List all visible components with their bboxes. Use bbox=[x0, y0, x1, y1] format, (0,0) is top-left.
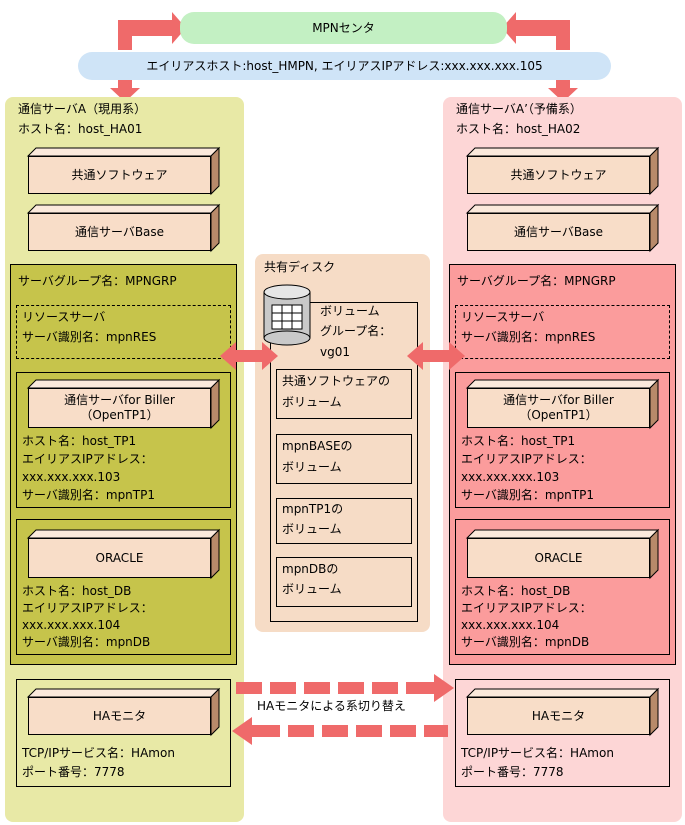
left-biller-box: 通信サーバfor Biller （OpenTP1） bbox=[28, 388, 211, 428]
right-base-label: 通信サーバBase bbox=[513, 225, 604, 239]
volume-line2: ボリューム bbox=[282, 582, 342, 596]
left-db-id: サーバ識別名：mpnDB bbox=[22, 635, 151, 649]
right-tp1-panel bbox=[455, 372, 670, 508]
right-ha-label: HAモニタ bbox=[531, 709, 586, 723]
right-biller-box: 通信サーバfor Biller （OpenTP1） bbox=[467, 388, 650, 428]
right-ha-box: HAモニタ bbox=[467, 697, 650, 735]
left-server-host: ホスト名：host_HA01 bbox=[18, 122, 143, 136]
box-depth-faces bbox=[26, 146, 660, 737]
left-db-alias-value: xxx.xxx.xxx.104 bbox=[22, 618, 121, 632]
volume-box bbox=[276, 434, 412, 484]
volume-line1: 共通ソフトウェアの bbox=[282, 374, 391, 388]
volume-line1: mpnDBの bbox=[282, 562, 339, 576]
volume-group-line3: vg01 bbox=[320, 345, 350, 359]
mpn-left-arrow bbox=[118, 12, 186, 50]
volume-group-line2: グループ名： bbox=[320, 324, 392, 338]
ha-switch-label: HAモニタによる系切り替え bbox=[255, 697, 408, 715]
left-base-label: 通信サーバBase bbox=[74, 225, 165, 239]
left-oracle-label: ORACLE bbox=[95, 551, 144, 565]
left-biller-line1: 通信サーバfor Biller bbox=[64, 393, 175, 407]
mpn-center-label: MPNセンタ bbox=[312, 21, 375, 35]
left-group-panel bbox=[10, 264, 237, 665]
volume-line2: ボリューム bbox=[282, 395, 342, 409]
left-db-alias-label: エイリアスIPアドレス： bbox=[22, 601, 153, 615]
volume-line1: mpnBASEの bbox=[282, 439, 353, 453]
alias-host-bar: エイリアスホスト:host_HMPN, エイリアスIPアドレス:xxx.xxx.… bbox=[78, 52, 611, 80]
right-oracle-label: ORACLE bbox=[534, 551, 583, 565]
right-resource-id: サーバ識別名：mpnRES bbox=[461, 330, 596, 344]
right-tp1-host: ホスト名：host_TP1 bbox=[461, 434, 576, 448]
right-common-software-box: 共通ソフトウェア bbox=[467, 156, 650, 194]
left-tp1-host: ホスト名：host_TP1 bbox=[22, 434, 137, 448]
left-common-software-label: 共通ソフトウェア bbox=[71, 168, 168, 182]
right-group-panel bbox=[449, 264, 676, 665]
shared-disk-title: 共有ディスク bbox=[264, 260, 336, 274]
disk-link-arrows bbox=[220, 342, 465, 370]
right-resource-server-box bbox=[455, 305, 670, 359]
right-biller-line2: （OpenTP1） bbox=[519, 408, 598, 422]
right-tp1-id: サーバ識別名：mpnTP1 bbox=[461, 488, 594, 502]
right-db-host: ホスト名：host_DB bbox=[461, 584, 571, 598]
right-oracle-box: ORACLE bbox=[467, 538, 650, 578]
right-db-panel bbox=[455, 519, 670, 655]
left-ha-service: TCP/IPサービス名：HAmon bbox=[22, 746, 175, 760]
volume-group-box bbox=[270, 302, 418, 622]
left-disk-arrow bbox=[220, 342, 278, 370]
right-server-host: ホスト名：host_HA02 bbox=[456, 122, 581, 136]
right-ha-service: TCP/IPサービス名：HAmon bbox=[461, 746, 614, 760]
left-resource-id: サーバ識別名：mpnRES bbox=[22, 330, 157, 344]
right-tp1-alias-label: エイリアスIPアドレス： bbox=[461, 452, 592, 466]
mpn-right-arrow bbox=[502, 12, 570, 50]
right-db-alias-value: xxx.xxx.xxx.104 bbox=[461, 618, 560, 632]
right-server-title: 通信サーバA’（予備系） bbox=[456, 102, 582, 116]
left-base-box: 通信サーバBase bbox=[28, 213, 211, 251]
left-resource-server-box bbox=[16, 305, 231, 359]
volume-group-line1: ボリューム bbox=[320, 304, 380, 318]
left-tp1-id: サーバ識別名：mpnTP1 bbox=[22, 488, 155, 502]
left-ha-box: HAモニタ bbox=[28, 697, 211, 735]
right-db-alias-label: エイリアスIPアドレス： bbox=[461, 601, 592, 615]
right-db-id: サーバ識別名：mpnDB bbox=[461, 635, 590, 649]
bar-to-right-arrow bbox=[548, 80, 578, 102]
volume-line2: ボリューム bbox=[282, 460, 342, 474]
right-biller-line1: 通信サーバfor Biller bbox=[503, 393, 614, 407]
volume-line2: ボリューム bbox=[282, 522, 342, 536]
left-ha-label: HAモニタ bbox=[92, 709, 147, 723]
left-server-title: 通信サーバA（現用系） bbox=[18, 102, 147, 116]
right-disk-arrow bbox=[407, 342, 465, 370]
volume-line1: mpnTP1の bbox=[282, 502, 344, 516]
right-tp1-alias-value: xxx.xxx.xxx.103 bbox=[461, 470, 560, 484]
right-common-software-label: 共通ソフトウェア bbox=[510, 168, 607, 182]
left-group-name: サーバグループ名：MPNGRP bbox=[18, 274, 177, 288]
alias-host-text: エイリアスホスト:host_HMPN, エイリアスIPアドレス:xxx.xxx.… bbox=[146, 59, 543, 73]
left-ha-port: ポート番号：7778 bbox=[22, 765, 125, 779]
left-tp1-alias-value: xxx.xxx.xxx.103 bbox=[22, 470, 121, 484]
ha-switch-arrows bbox=[232, 674, 454, 745]
left-db-host: ホスト名：host_DB bbox=[22, 584, 132, 598]
mpn-center-node: MPNセンタ bbox=[180, 12, 507, 44]
volume-box bbox=[276, 498, 412, 544]
left-biller-line2: （OpenTP1） bbox=[80, 408, 159, 422]
left-db-panel bbox=[16, 519, 231, 655]
right-group-name: サーバグループ名：MPNGRP bbox=[457, 274, 616, 288]
right-ha-panel bbox=[455, 679, 670, 787]
right-ha-port: ポート番号：7778 bbox=[461, 765, 564, 779]
left-ha-panel bbox=[16, 679, 231, 787]
left-tp1-panel bbox=[16, 372, 231, 508]
right-resource-label: リソースサーバ bbox=[461, 310, 545, 324]
left-tp1-alias-label: エイリアスIPアドレス： bbox=[22, 452, 153, 466]
volume-box bbox=[276, 369, 412, 419]
right-base-box: 通信サーバBase bbox=[467, 213, 650, 251]
bar-to-left-arrow bbox=[110, 80, 140, 102]
left-resource-label: リソースサーバ bbox=[22, 310, 106, 324]
disk-icon bbox=[263, 284, 311, 346]
volume-box bbox=[276, 557, 412, 607]
